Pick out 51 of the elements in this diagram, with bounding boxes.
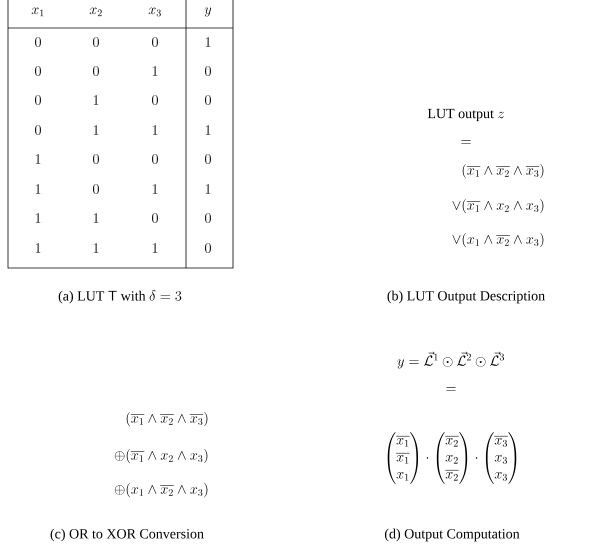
table-cell: $1$ [206,37,210,47]
table-cell: $1$ [206,184,210,194]
table-cell: $1$ [152,243,158,253]
table-cell: $0$ [152,37,158,47]
formula-line: $\lor(x_1 \land \overline{x_2} \land x_3)$ [452,232,544,248]
table-cell: $0$ [93,154,99,164]
table-cell: $1$ [152,184,158,194]
table-cell: $1$ [36,184,40,194]
table-cell: $1$ [152,125,158,135]
table-cell: $0$ [152,154,158,164]
formula-line: $(\overline{x_1} \land \overline{x_2} \land \overline{x_3})$ [462,164,544,178]
table-cell: $0$ [205,95,211,105]
table-cell: $1$ [152,66,158,76]
table-cell: $0$ [35,95,41,105]
caption: $\textrm{(c) OR to XOR Conversion}$ [50,528,204,542]
table-cell: $0$ [205,243,211,253]
formula-line: $=$ [461,140,471,144]
formula-line: $\textrm{LUT output } z$ [428,108,504,122]
table-cell: $0$ [205,66,211,76]
caption: $\textrm{(b) LUT Output Description}$ [388,290,545,304]
formula-line: $\oplus(x_1 \land \overline{x_2} \land x_3)$ [114,482,208,498]
table-cell: $1$ [94,243,98,253]
table-cell: $0$ [35,66,41,76]
caption: $\textrm{(d) Output Computation}$ [384,528,520,542]
formula-line: $\oplus(\overline{x_1} \land x_2 \land x_3)$ [114,448,208,464]
table-cell: $x_3$ [148,8,161,16]
table-cell: $0$ [35,37,41,47]
table-cell: $0$ [93,184,99,194]
table-cell: $0$ [93,66,99,76]
table-cell: $x_1$ [32,8,44,16]
table-cell: $1$ [36,154,40,164]
table-cell: $0$ [35,125,41,135]
table-cell: $y$ [204,7,212,17]
table-cell: $1$ [94,213,98,223]
caption: $\textrm{(a) LUT }\mathsf{T}\textrm{ with }\delta = 3$ [58,290,182,304]
table-cell: $1$ [36,213,40,223]
table-cell: $1$ [206,125,210,135]
table-cell: $0$ [93,37,99,47]
formula-line: $\lor(\overline{x_1} \land x_2 \land x_3)$ [452,198,544,214]
table-cell: $0$ [205,213,211,223]
formula-line: $=$ [446,387,456,391]
table-cell: $0$ [152,213,158,223]
table-cell: $0$ [152,95,158,105]
table-cell: $0$ [205,154,211,164]
table-cell: $1$ [94,95,98,105]
table-cell: $1$ [36,243,40,253]
table-cell: $1$ [94,125,98,135]
matrix-product: $\begin{pmatrix}\overline{x_1}\\ \overline{x_1}\\ x_1\end{pmatrix} \cdot \begin{pmatrix}\overline{x_2}\\ x_2\\ \overline{x_2}\end{pmatrix} \cdot \begin{pmatrix}\overline{x_3}\\ x_3\\ x_3\end{pmatrix}$ [388,432,516,484]
formula-line: $y = \vec{\mathcal{L}}^1 \odot \vec{\mathcal{L}}^2 \odot \vec{\mathcal{L}}^3$ [397,352,504,368]
table-cell: $x_2$ [90,8,102,16]
formula-line: $(\overline{x_1} \land \overline{x_2} \land \overline{x_3})$ [126,412,208,426]
